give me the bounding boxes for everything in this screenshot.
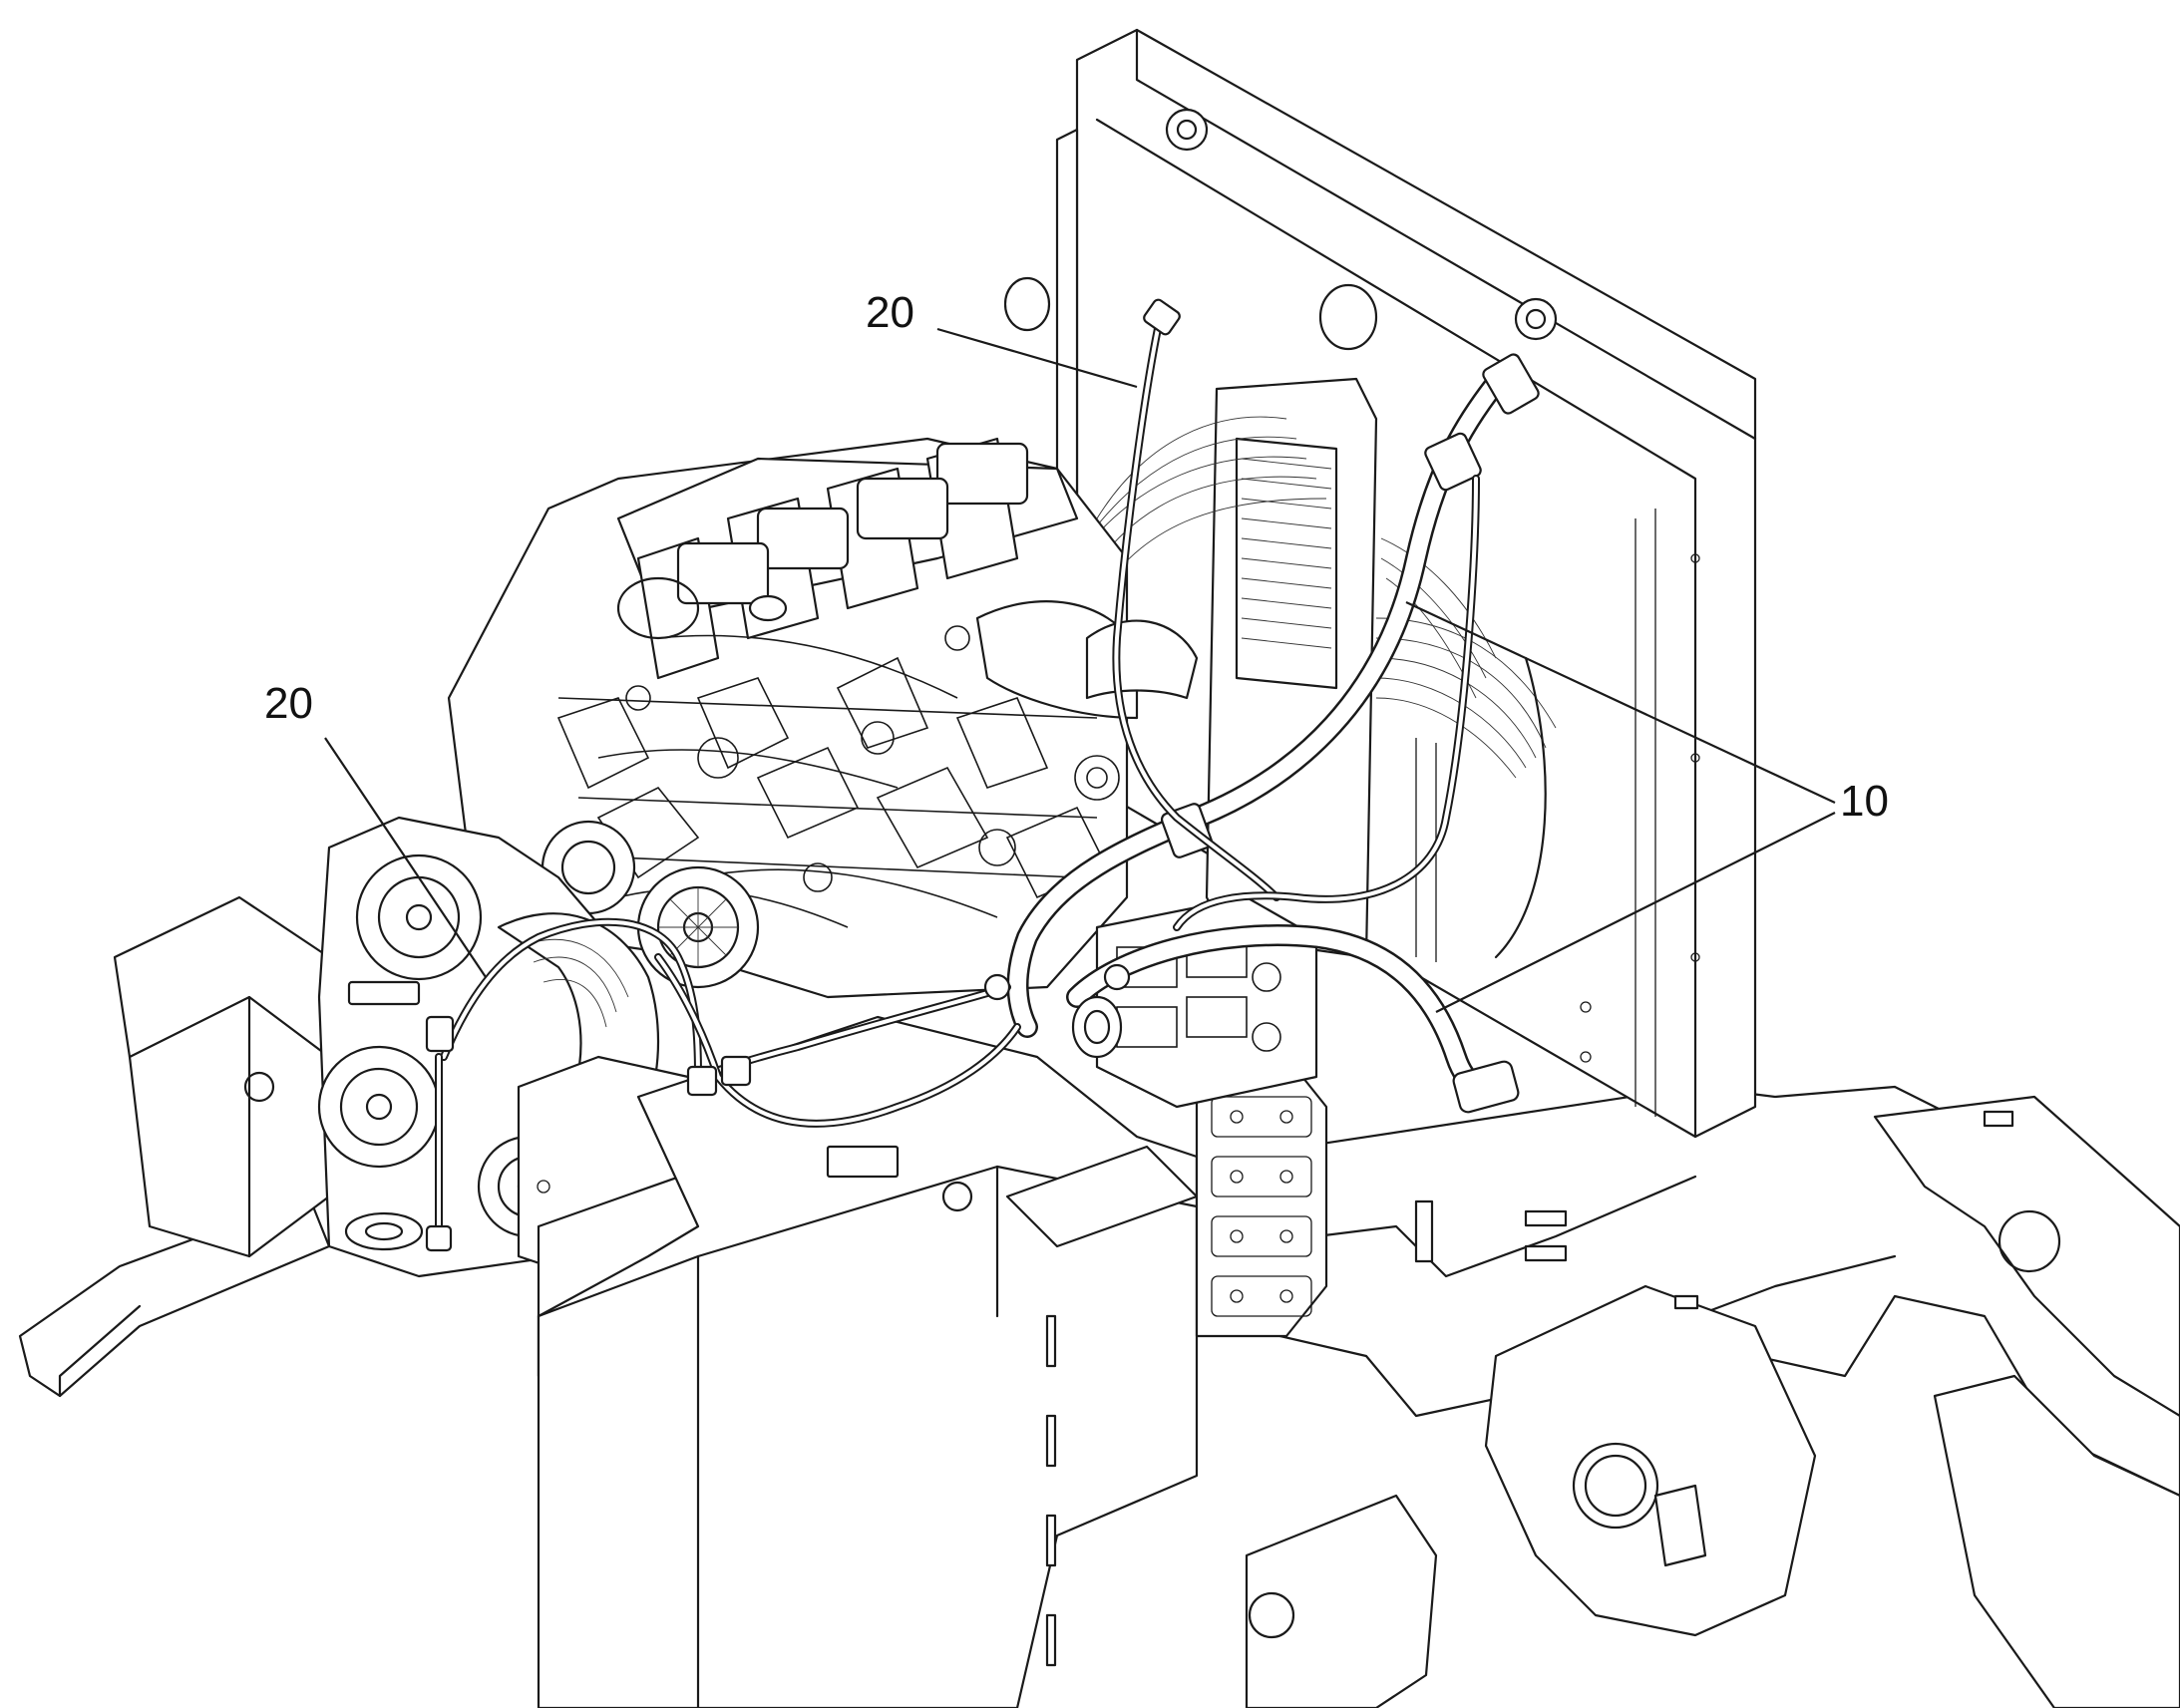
callout-10-leader-lower [1435, 812, 1836, 1013]
callout-20-top: 20 [866, 288, 1138, 389]
callout-20-left: 20 [264, 679, 487, 978]
coolant-hoses [1006, 353, 1540, 1114]
chassis-frame [18, 895, 2180, 1708]
callout-10: 10 [1405, 601, 1889, 1013]
callout-20-left-leader [324, 737, 487, 978]
callout-10-label: 10 [1840, 777, 1889, 826]
hydraulic-lines [425, 298, 1480, 1252]
central-pedestal [537, 895, 1328, 1708]
callout-20-top-label: 20 [866, 288, 914, 337]
callout-20-top-leader [936, 327, 1138, 389]
callout-20-left-label: 20 [264, 679, 313, 728]
callout-10-leader-upper [1405, 601, 1836, 804]
